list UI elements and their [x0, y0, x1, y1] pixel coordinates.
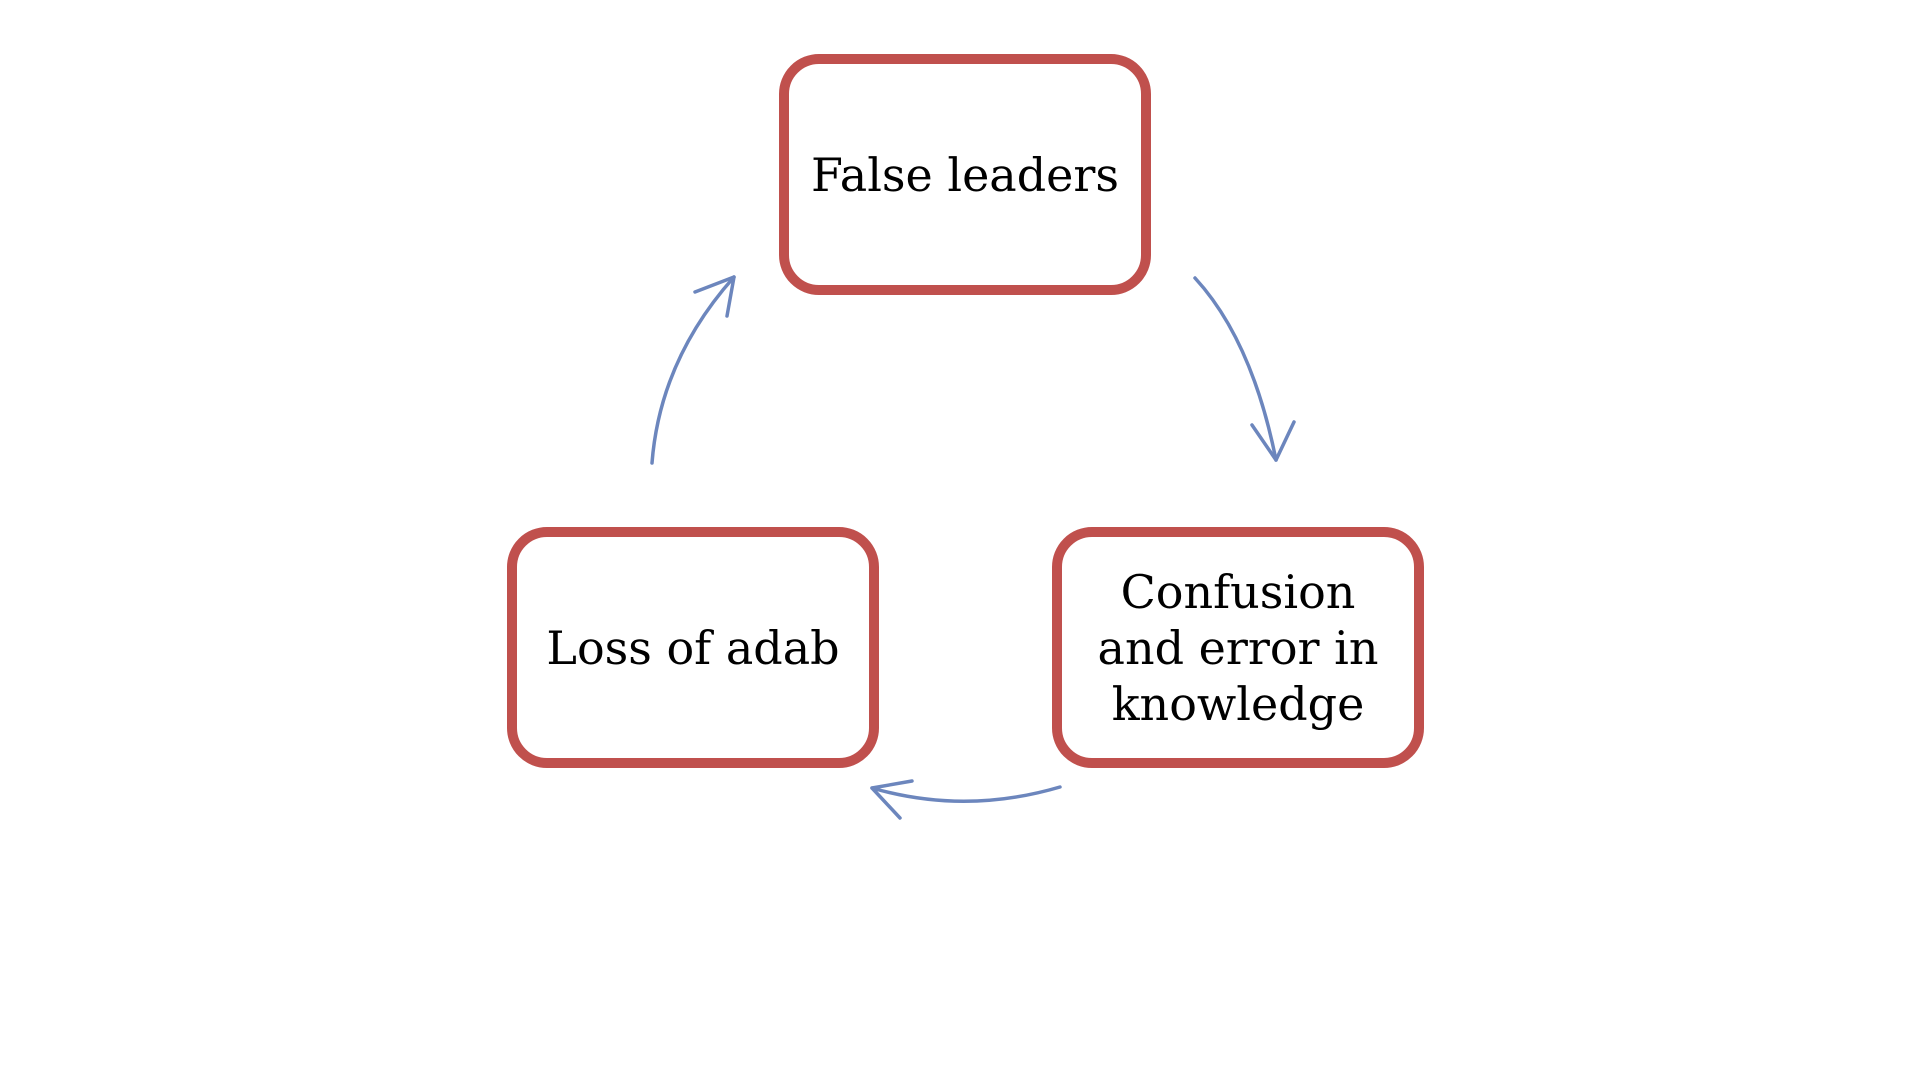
arrow-left-to-top [650, 275, 736, 465]
node-loss-of-adab-label: Loss of adab [546, 620, 840, 675]
node-confusion-and-error-label: Confusion and error in knowledge [1097, 564, 1379, 731]
arrow-top-to-right [1193, 276, 1296, 462]
node-false-leaders-label: False leaders [810, 147, 1119, 202]
node-false-leaders: False leaders [779, 54, 1151, 295]
node-confusion-and-error: Confusion and error in knowledge [1052, 527, 1424, 768]
node-loss-of-adab: Loss of adab [507, 527, 879, 768]
arrow-right-to-left [870, 779, 1062, 820]
